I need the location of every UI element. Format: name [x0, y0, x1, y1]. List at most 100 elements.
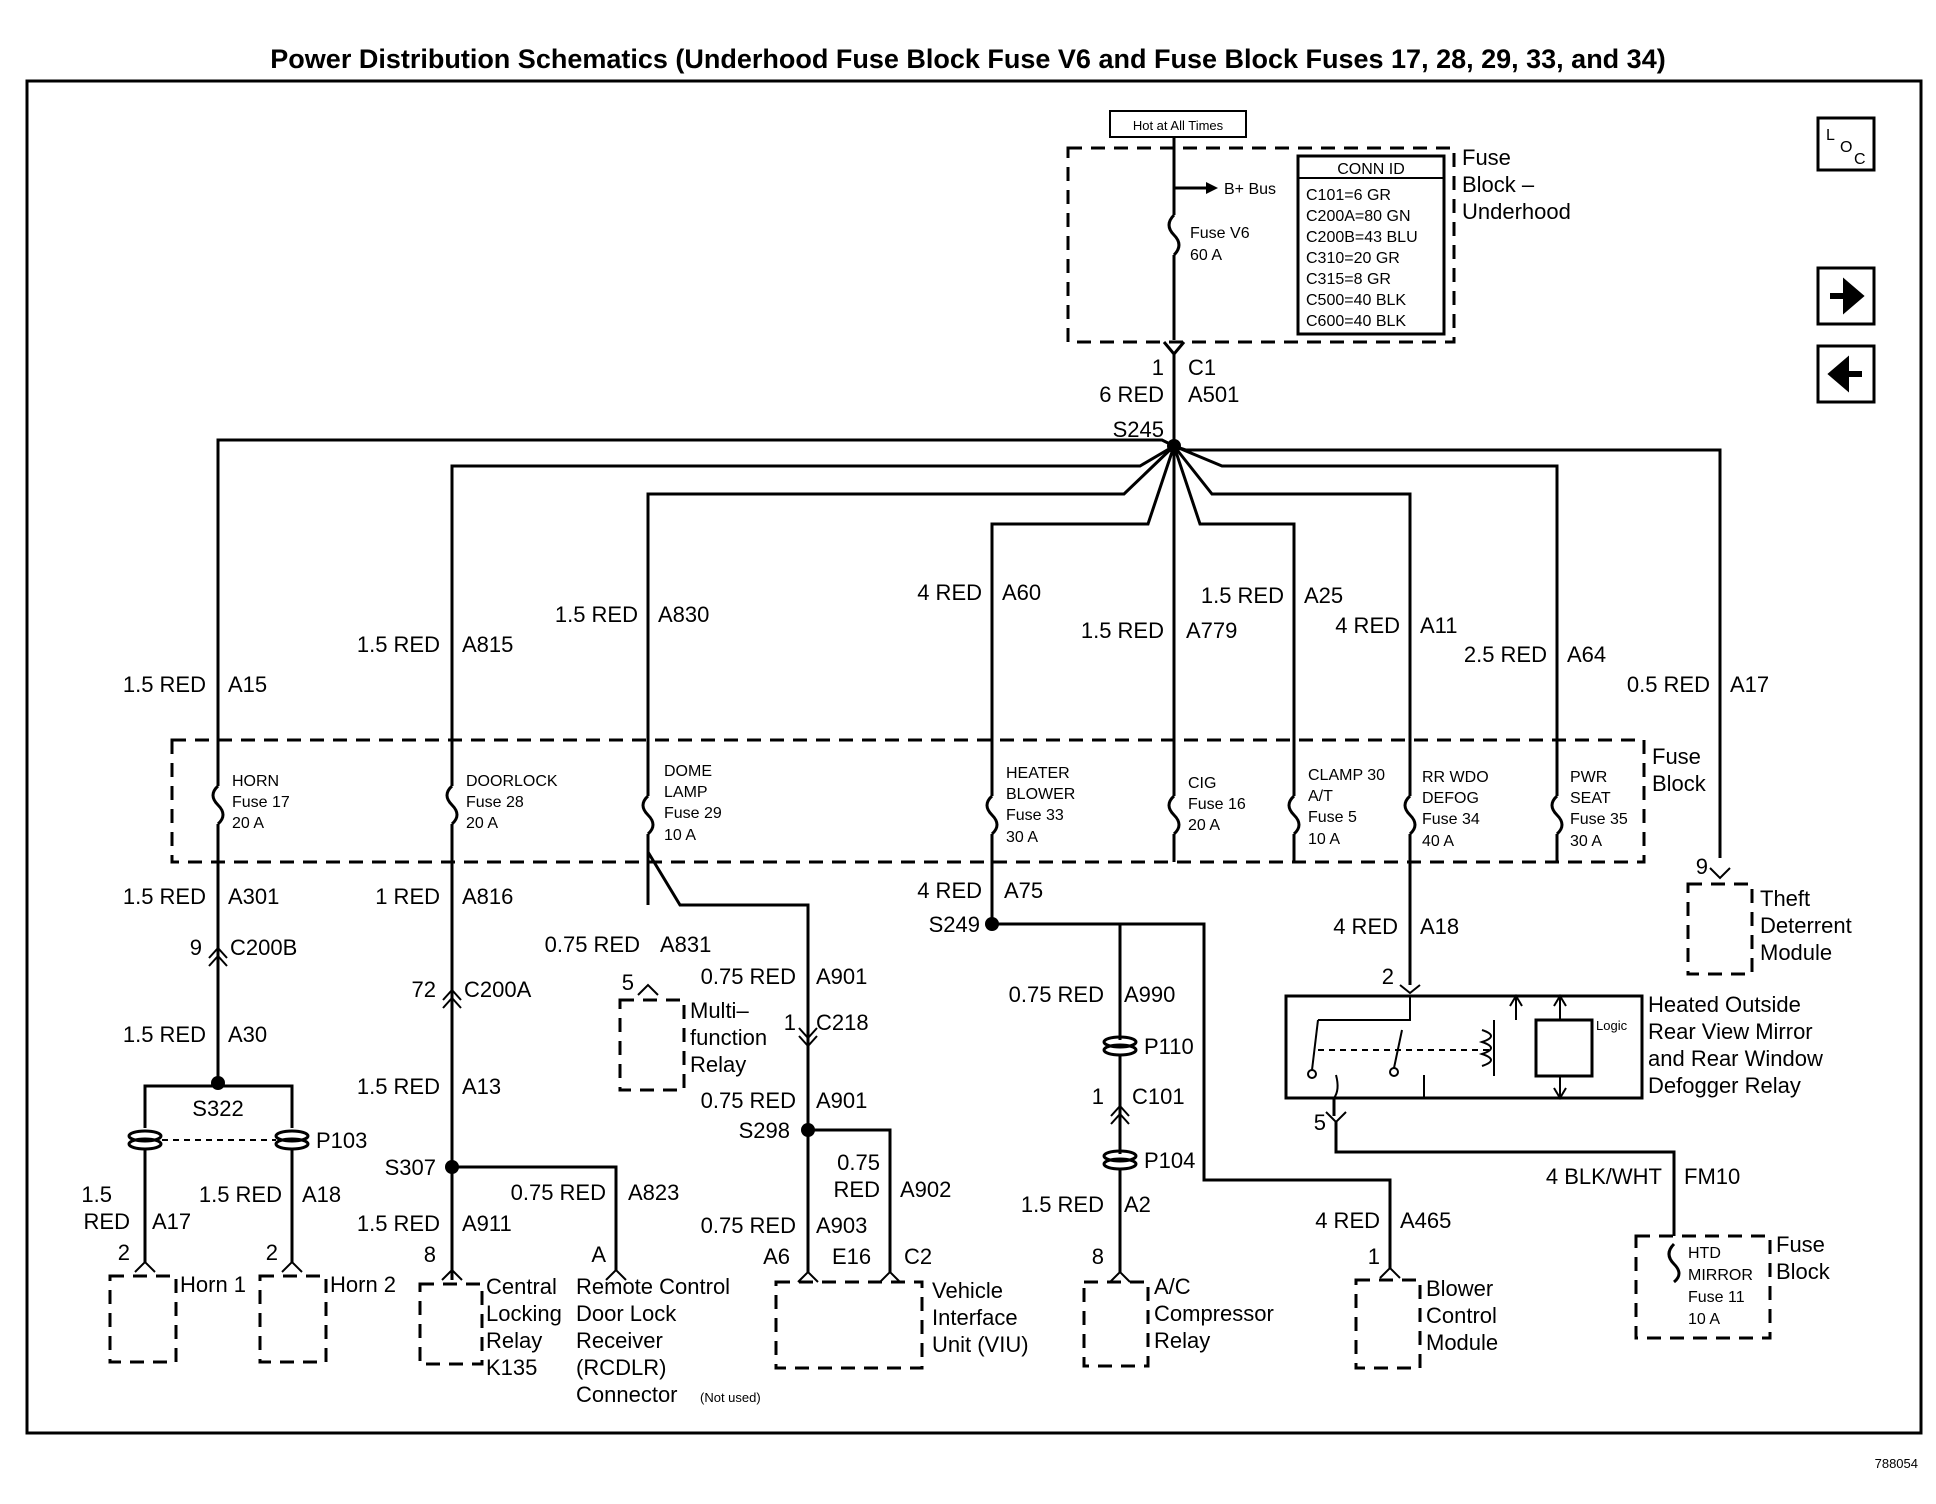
viu-pin-a6: A6 — [763, 1244, 790, 1269]
splice-s322-dot — [211, 1076, 225, 1090]
a301-gauge: 1.5 RED — [123, 884, 206, 909]
hot-at-all-times-label: Hot at All Times — [1133, 118, 1224, 133]
page-title: Power Distribution Schematics (Underhood… — [270, 44, 1665, 74]
fuse-v6-icon — [1167, 213, 1181, 257]
fuse-clamp30: CLAMP 30 A/T Fuse 5 10 A — [1286, 767, 1385, 848]
a903-id: A903 — [816, 1213, 867, 1238]
p103-label: P103 — [316, 1128, 367, 1153]
defogger-circuit: 4 RED A18 2 Logic Heated Outside Rear Vi… — [1284, 914, 1831, 1340]
theft-pin: 9 — [1696, 854, 1708, 879]
c218-label: C218 — [816, 1010, 869, 1035]
fuse-number: Fuse 34 — [1422, 811, 1480, 828]
conn-row: C310=20 GR — [1306, 250, 1400, 267]
fuse-icon — [211, 784, 225, 826]
a11-gauge: 4 RED — [1335, 613, 1400, 638]
vehicle-interface-unit — [774, 1280, 924, 1370]
conn-row: C101=6 GR — [1306, 187, 1391, 204]
mirror-fuse-label: Fuse 11 — [1688, 1289, 1745, 1306]
a816-gauge: 1 RED — [375, 884, 440, 909]
theft-module-label: Theft — [1760, 886, 1810, 911]
fuse-rating: 20 A — [1188, 817, 1220, 834]
arrow-right-icon — [1206, 182, 1218, 194]
a911-id: A911 — [462, 1211, 512, 1236]
fuse-name: DOME — [664, 763, 712, 780]
a15-gauge: 1.5 RED — [123, 672, 206, 697]
fuse-doorlock: DOORLOCK Fuse 28 20 A — [444, 773, 558, 832]
fuse-cig: CIG Fuse 16 20 A — [1166, 775, 1246, 836]
theft-deterrent-circuit: 9 Theft Deterrent Module — [1686, 854, 1852, 976]
dome-lamp-circuit: 0.75 RED A831 5 Multi– function Relay 0.… — [545, 851, 1029, 1370]
fuse-rr-wdo-defog: RR WDO DEFOG Fuse 34 40 A — [1402, 769, 1489, 850]
a830-gauge: 1.5 RED — [555, 602, 638, 627]
a465-id: A465 — [1400, 1208, 1451, 1233]
horn-circuit: 1.5 RED A301 9 C200B 1.5 RED A30 S322 P1… — [81, 884, 396, 1364]
conn-row: C600=40 BLK — [1306, 313, 1406, 330]
fuse-icon — [641, 794, 655, 836]
splice-s307: S307 — [385, 1155, 436, 1180]
a823-id: A823 — [628, 1180, 679, 1205]
mirror-fuse-label: HTD — [1688, 1245, 1721, 1262]
fuse-name: PWR — [1570, 769, 1607, 786]
rcdlr-pin: A — [591, 1242, 606, 1267]
a902-gauge: RED — [834, 1177, 880, 1202]
underhood-fuse-block: Hot at All Times B+ Bus Fuse V6 60 A CON… — [1066, 110, 1571, 344]
p104-label: P104 — [1144, 1148, 1195, 1173]
fuse-icon — [1167, 794, 1181, 836]
fuse-rating: 20 A — [466, 815, 498, 832]
fuse-icon — [1550, 794, 1564, 836]
rcdlr-label: Receiver — [576, 1328, 663, 1353]
a18-horn-id: A18 — [302, 1182, 341, 1207]
horn2-pin: 2 — [266, 1240, 278, 1265]
a903-gauge: 0.75 RED — [701, 1213, 796, 1238]
fuse-name: RR WDO — [1422, 769, 1489, 786]
defog-relay-pin-out: 5 — [1314, 1110, 1326, 1135]
a501-gauge: 6 RED — [1099, 382, 1164, 407]
a75-id: A75 — [1004, 878, 1043, 903]
fuse-rating: 10 A — [1308, 831, 1340, 848]
ac-relay-label: Compressor — [1154, 1301, 1274, 1326]
c101-label: C101 — [1132, 1084, 1185, 1109]
fuse-number: Fuse 16 — [1188, 796, 1246, 813]
doc-number: 788054 — [1875, 1456, 1918, 1471]
horn-1 — [108, 1274, 178, 1364]
a30-gauge: 1.5 RED — [123, 1022, 206, 1047]
horn1-pin: 2 — [118, 1240, 130, 1265]
theft-module-label: Module — [1760, 940, 1832, 965]
prev-page-button[interactable] — [1816, 344, 1876, 404]
a901-id: A901 — [816, 964, 867, 989]
defogger-relay — [1284, 994, 1644, 1100]
a18-gauge: 4 RED — [1333, 914, 1398, 939]
ac-compressor-relay — [1082, 1280, 1150, 1368]
fuse-rating: 10 A — [664, 827, 696, 844]
ac-relay-pin: 8 — [1092, 1244, 1104, 1269]
underhood-block-label: Underhood — [1462, 199, 1571, 224]
loc-button[interactable]: L O C — [1816, 116, 1876, 172]
defogger-relay-label: Heated Outside — [1648, 992, 1801, 1017]
a830-id: A830 — [658, 602, 709, 627]
fuse-name: HEATER — [1006, 765, 1070, 782]
viu-label: Unit (VIU) — [932, 1332, 1029, 1357]
svg-text:C: C — [1854, 151, 1866, 168]
bcm-pin: 1 — [1368, 1244, 1380, 1269]
a17-gauge: 0.5 RED — [1627, 672, 1710, 697]
mfr-label: Multi– — [690, 998, 749, 1023]
fuse-v6-rating: 60 A — [1190, 247, 1222, 264]
relay-label: Central — [486, 1274, 557, 1299]
a902-gauge: 0.75 — [837, 1150, 880, 1175]
a18-id: A18 — [1420, 914, 1459, 939]
svg-text:O: O — [1840, 139, 1852, 156]
a901b-id: A901 — [816, 1088, 867, 1113]
a779-id: A779 — [1186, 618, 1237, 643]
a13-gauge: 1.5 RED — [357, 1074, 440, 1099]
a816-id: A816 — [462, 884, 513, 909]
a60-id: A60 — [1002, 580, 1041, 605]
connector-c1 — [1162, 341, 1186, 357]
logic-label: Logic — [1596, 1018, 1628, 1033]
a13-id: A13 — [462, 1074, 501, 1099]
a60-gauge: 4 RED — [917, 580, 982, 605]
fuse-icon — [1403, 794, 1417, 836]
next-page-button[interactable] — [1816, 266, 1876, 326]
loc-icon: L — [1826, 127, 1835, 144]
fuse-rating: 40 A — [1422, 833, 1454, 850]
fuse-name: HORN — [232, 773, 279, 790]
